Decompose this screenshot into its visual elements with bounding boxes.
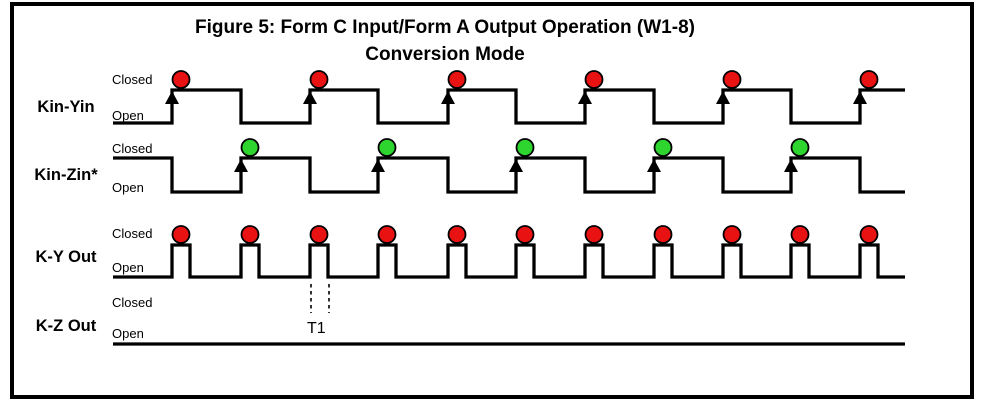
signal-name-k-y-out: K-Y Out <box>35 248 97 266</box>
closed-label-kin-yin: Closed <box>112 72 153 87</box>
rising-edge-arrow-icon <box>853 91 867 104</box>
pulse-width-annotation: T1 <box>307 320 326 337</box>
event-dot-red_dot <box>584 70 604 89</box>
signal-name-k-z-out: K-Z Out <box>35 317 97 335</box>
event-dot-red_dot <box>653 225 673 244</box>
waveform-kin-zin <box>113 156 905 194</box>
event-dot-red_dot <box>790 225 810 244</box>
rising-edge-arrow-icon <box>647 159 661 172</box>
event-dot-red_dot <box>309 70 329 89</box>
open-label-k-y-out: Open <box>112 260 144 275</box>
signal-name-kin-zin: Kin-Zin* <box>34 166 98 184</box>
closed-label-k-y-out: Closed <box>112 226 153 241</box>
event-dot-green_dot <box>653 138 673 157</box>
event-dot-red_dot <box>171 70 191 89</box>
event-dot-red_dot <box>859 225 879 244</box>
figure-title: Figure 5: Form C Input/Form A Output Ope… <box>105 14 785 68</box>
event-dot-red_dot <box>377 225 397 244</box>
figure-title-line1: Figure 5: Form C Input/Form A Output Ope… <box>195 17 695 38</box>
rising-edge-arrow-icon <box>716 91 730 104</box>
figure-border <box>10 2 974 399</box>
event-dot-red_dot <box>447 70 467 89</box>
event-dot-red_dot <box>309 225 329 244</box>
closed-label-kin-zin: Closed <box>112 141 153 156</box>
event-dot-green_dot <box>515 138 535 157</box>
rising-edge-arrow-icon <box>509 159 523 172</box>
figure-title-line2: Conversion Mode <box>365 44 525 65</box>
event-dot-red_dot <box>722 225 742 244</box>
open-label-kin-yin: Open <box>112 108 144 123</box>
event-dot-green_dot <box>240 138 260 157</box>
event-dot-red_dot <box>722 70 742 89</box>
rising-edge-arrow-icon <box>303 91 317 104</box>
event-dot-red_dot <box>859 70 879 89</box>
signal-name-kin-yin: Kin-Yin <box>37 98 95 116</box>
event-dot-red_dot <box>171 225 191 244</box>
open-label-k-z-out: Open <box>112 326 144 341</box>
open-label-kin-zin: Open <box>112 180 144 195</box>
rising-edge-arrow-icon <box>441 91 455 104</box>
rising-edge-arrow-icon <box>371 159 385 172</box>
rising-edge-arrow-icon <box>234 159 248 172</box>
waveform-k-y-out <box>113 243 905 279</box>
event-dot-green_dot <box>377 138 397 157</box>
closed-label-k-z-out: Closed <box>112 295 153 310</box>
waveform-kin-yin <box>113 88 905 125</box>
event-dot-green_dot <box>790 138 810 157</box>
event-dot-red_dot <box>240 225 260 244</box>
event-dot-red_dot <box>515 225 535 244</box>
event-dot-red_dot <box>447 225 467 244</box>
rising-edge-arrow-icon <box>165 91 179 104</box>
rising-edge-arrow-icon <box>784 159 798 172</box>
rising-edge-arrow-icon <box>578 91 592 104</box>
event-dot-red_dot <box>584 225 604 244</box>
